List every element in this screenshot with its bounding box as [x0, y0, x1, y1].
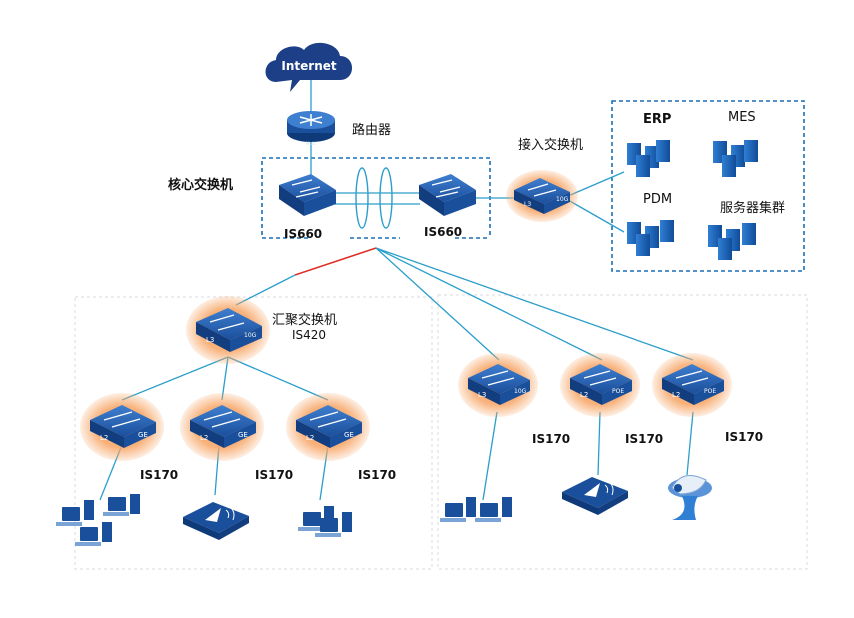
edge-switch-left-b: L2 GE [180, 393, 264, 461]
svg-text:10G: 10G [244, 332, 257, 339]
svg-text:GE: GE [344, 431, 354, 439]
aggregation-switch-model: IS420 [292, 328, 327, 342]
server-mes-label: MES [728, 110, 756, 125]
edge-left-b-model: IS170 [255, 468, 294, 482]
edge-switch-right-b: L2 POE [560, 353, 640, 417]
aggregation-switch: L3 10G [186, 296, 270, 364]
svg-text:L2: L2 [672, 391, 680, 399]
aggregation-zone-left [74, 296, 433, 570]
links [99, 58, 694, 501]
svg-text:POE: POE [612, 388, 624, 395]
server-cluster-label: 服务器集群 [720, 201, 786, 216]
svg-text:GE: GE [238, 431, 248, 439]
edge-switch-left-a: L2 GE [80, 393, 164, 461]
pc-group-right [440, 497, 512, 522]
svg-text:10G: 10G [514, 388, 527, 395]
server-cluster [708, 223, 756, 260]
server-pdm [627, 220, 674, 256]
svg-text:L2: L2 [580, 391, 588, 399]
svg-text:Multi: Multi [306, 141, 316, 146]
internet-cloud: Internet [265, 42, 352, 92]
aggregation-switch-title: 汇聚交换机 [272, 313, 338, 328]
core-switch-left [279, 174, 336, 216]
svg-text:L2: L2 [200, 434, 208, 442]
core-switch-right-model: IS660 [424, 225, 463, 239]
access-zone-right [437, 294, 808, 570]
core-switch-right [419, 174, 476, 216]
wireless-ap-left [183, 502, 249, 540]
router: Multi [287, 111, 335, 146]
svg-text:L3: L3 [524, 201, 531, 208]
ip-camera [668, 475, 712, 520]
svg-text:L3: L3 [478, 391, 486, 399]
svg-text:POE: POE [704, 388, 716, 395]
edge-left-c-model: IS170 [358, 468, 397, 482]
edge-right-a-model: IS170 [532, 432, 571, 446]
red-uplink [235, 247, 377, 306]
edge-switch-left-c: L2 GE [286, 393, 370, 461]
svg-text:L2: L2 [100, 434, 108, 442]
svg-text:L3: L3 [206, 336, 214, 344]
svg-text:GE: GE [138, 431, 148, 439]
edge-switch-right-a: L3 10G [458, 353, 538, 417]
access-switch: L3 10G [506, 170, 578, 222]
core-switch-left-model: IS660 [284, 227, 323, 241]
server-erp-label: ERP [643, 112, 672, 127]
server-pdm-label: PDM [643, 192, 673, 207]
wireless-ap-right [562, 477, 628, 515]
edge-right-c-model: IS170 [725, 430, 764, 444]
router-label: 路由器 [352, 123, 392, 138]
svg-text:10G: 10G [556, 196, 569, 203]
server-dashed-box [611, 100, 805, 272]
server-mes [713, 140, 758, 177]
access-switch-title: 接入交换机 [518, 138, 584, 153]
server-erp [627, 140, 670, 177]
link-aggregation-rings [355, 167, 393, 229]
pc-group-mid [298, 506, 352, 537]
svg-text:L2: L2 [306, 434, 314, 442]
core-switch-title: 核心交换机 [168, 178, 234, 193]
edge-switch-right-c: L2 POE [652, 353, 732, 417]
edge-left-a-model: IS170 [140, 468, 179, 482]
svg-text:Internet: Internet [281, 59, 336, 73]
pc-group-left [56, 494, 140, 546]
edge-right-b-model: IS170 [625, 432, 664, 446]
